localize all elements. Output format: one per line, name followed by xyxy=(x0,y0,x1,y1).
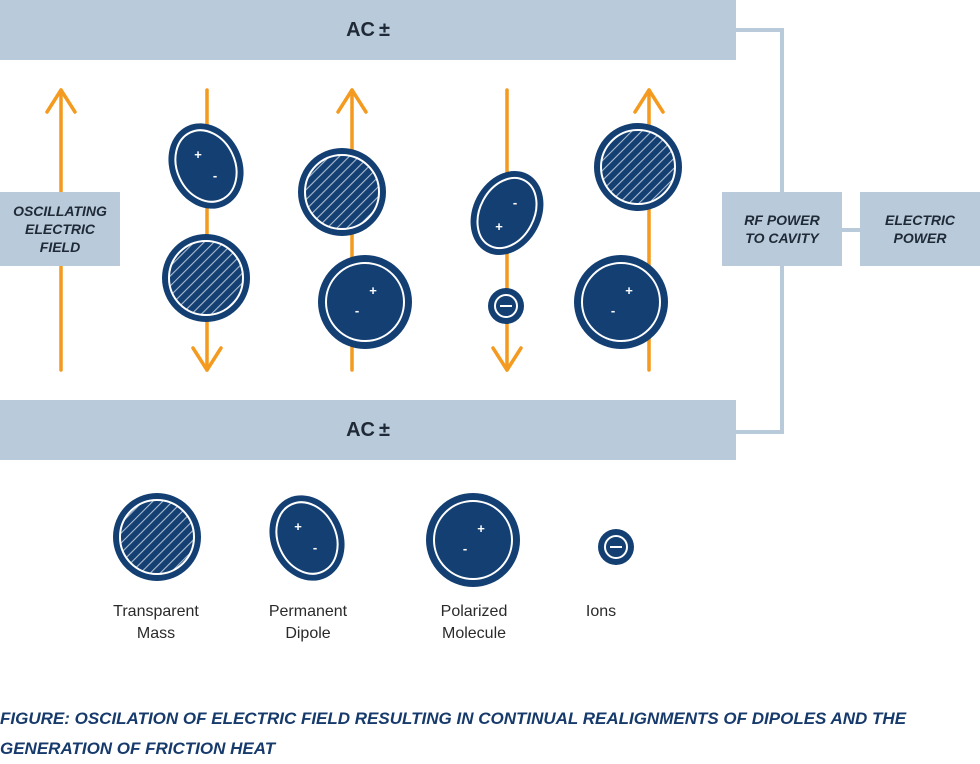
legend-molecule-minus: - xyxy=(463,541,467,556)
rf-connector-lines xyxy=(736,28,860,434)
oscillating-field-box: OSCILLATING ELECTRIC FIELD xyxy=(0,192,120,266)
polarized-molecule-2 xyxy=(574,255,668,349)
bottom-ac-label: AC xyxy=(346,418,375,441)
dipole-1-minus: - xyxy=(213,168,217,183)
rf-power-box: RF POWER TO CAVITY xyxy=(722,192,842,266)
legend-label-permanent-dipole: Permanent Dipole xyxy=(268,603,348,642)
permanent-dipole-1 xyxy=(168,123,244,209)
bottom-ac-bar: AC ± xyxy=(0,400,736,460)
top-ac-label: AC xyxy=(346,18,375,41)
legend-label-polarized-molecule: Polarized Molecule xyxy=(440,603,508,642)
molecule-2-plus: + xyxy=(625,283,633,298)
legend-molecule-plus: + xyxy=(477,521,485,536)
rf-power-label: RF POWER TO CAVITY xyxy=(744,212,820,246)
ion-1 xyxy=(488,288,524,324)
bottom-ac-symbol: ± xyxy=(378,418,390,441)
electric-power-box: ELECTRIC POWER xyxy=(860,192,980,266)
top-ac-symbol: ± xyxy=(378,18,390,41)
transparent-mass-3 xyxy=(594,123,682,211)
legend-label-transparent-mass: Transparent Mass xyxy=(113,603,199,642)
transparent-mass-1 xyxy=(162,234,250,322)
permanent-dipole-2 xyxy=(470,170,544,256)
molecule-1-minus: - xyxy=(355,303,359,318)
legend-dipole-plus: + xyxy=(294,519,302,534)
dipole-2-plus: + xyxy=(495,219,503,234)
molecule-1-plus: + xyxy=(369,283,377,298)
legend-ion-icon xyxy=(598,529,634,565)
polarized-molecule-1 xyxy=(318,255,412,349)
molecule-2-minus: - xyxy=(611,303,615,318)
legend-transparent-mass-icon xyxy=(113,493,201,581)
legend-polarized-molecule-icon xyxy=(426,493,520,587)
dipole-2-minus: - xyxy=(513,195,517,210)
transparent-mass-2 xyxy=(298,148,386,236)
dipole-1-plus: + xyxy=(194,147,202,162)
legend-label-ions: Ions xyxy=(585,603,617,620)
electric-power-label: ELECTRIC POWER xyxy=(885,212,955,246)
figure-caption: FIGURE: OSCILATION OF ELECTRIC FIELD RES… xyxy=(0,709,907,758)
legend-dipole-minus: - xyxy=(313,540,317,555)
top-ac-bar: AC ± xyxy=(0,0,736,60)
oscillating-field-label: OSCILLATING ELECTRIC FIELD xyxy=(13,203,107,255)
legend-permanent-dipole-icon xyxy=(269,495,345,581)
